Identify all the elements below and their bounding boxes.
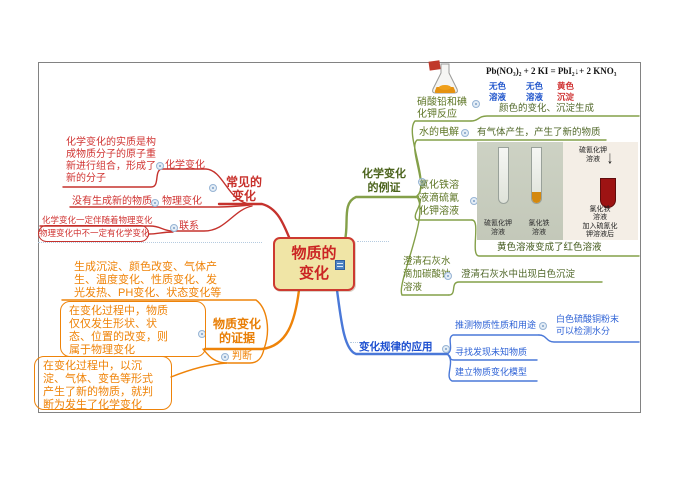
node-judge-chemical-rule[interactable]: 在变化过程中，以沉 淀、气体、变色等形式 产生了新的物质，就判 断为发生了化学变… [34, 356, 172, 411]
central-topic[interactable]: 物质的 变化 [273, 237, 355, 291]
node-fecl3-result[interactable]: 黄色溶液变成了红色溶液 [497, 242, 602, 253]
topic-chemical-change[interactable]: 化学变化 [165, 160, 205, 171]
legend-yellow-precipitate: 黄色 沉淀 [557, 81, 575, 102]
expand-icon[interactable] [209, 184, 217, 192]
node-infer-detail[interactable]: 白色硫酸铜粉末 可以检测水分 [556, 314, 620, 337]
expand-icon[interactable] [444, 272, 452, 280]
node-physical-change-desc[interactable]: 没有生成新的物质 [72, 196, 152, 207]
node-discover-unknown[interactable]: 寻找发现未知物质 [455, 347, 528, 357]
guide-line [350, 342, 370, 343]
topic-rule-application[interactable]: 变化规律的应用 [359, 341, 433, 353]
flask-image [428, 60, 458, 94]
node-chemical-change-desc[interactable]: 化学变化的实质是构 成物质分子的原子重 新进行组合，形成了 新的分子 [66, 137, 156, 184]
legend-colorless-2: 无色 溶液 [526, 81, 544, 102]
topic-physical-change[interactable]: 物理变化 [162, 196, 202, 207]
topic-change-evidence[interactable]: 物质变化 的证据 [212, 317, 261, 346]
tube-kscn-label: 硫氰化钾 溶液 [484, 220, 512, 236]
topic-limewater[interactable]: 澄清石灰水 滴加碳酸钠 溶液 [403, 256, 451, 293]
guide-line [357, 241, 389, 242]
expand-icon[interactable] [151, 199, 159, 207]
tube-kscn [498, 147, 509, 204]
topic-relation[interactable]: 联系 [179, 221, 199, 232]
node-evidence-signs[interactable]: 生成沉淀、颜色改变、气体产 生、温度变化、性质变化、发 光发热、PH变化、状态变… [74, 261, 222, 299]
central-topic-label: 物质的 变化 [291, 245, 337, 283]
expand-icon[interactable] [418, 178, 426, 186]
tube-fecl3 [531, 147, 542, 204]
topic-common-changes[interactable]: 常见的 变化 [225, 175, 262, 204]
node-electrolysis-result[interactable]: 有气体产生，产生了新的物质 [477, 127, 601, 138]
mixing-illustration: 硫氰化钾 溶液 ↓ 氯化铁 溶液 加入硫氰化 钾溶液后 [563, 142, 638, 240]
guide-line [38, 242, 262, 243]
red-solution-tube [600, 178, 616, 208]
topic-chemical-examples[interactable]: 化学变化 的例证 [362, 168, 406, 194]
expand-icon[interactable] [221, 353, 229, 361]
reaction-equation[interactable]: Pb(NO₃)₂ + 2 KI = PbI₂↓+ 2 KNO₃ [486, 66, 617, 76]
node-pbno3-result[interactable]: 颜色的变化、沉淀生成 [499, 103, 595, 114]
node-relation-item2[interactable]: 物理变化中不一定有化学变化 [38, 225, 150, 242]
topic-judge[interactable]: 判断 [232, 351, 252, 362]
expand-icon[interactable] [539, 322, 547, 330]
node-limewater-result[interactable]: 澄清石灰水中出现白色沉淀 [461, 269, 576, 280]
expand-icon[interactable] [472, 100, 480, 108]
expand-icon[interactable] [442, 345, 450, 353]
blue-branch-lines [335, 288, 640, 382]
test-tubes-photo: 硫氰化钾 溶液 氯化铁 溶液 [477, 142, 563, 240]
expand-icon[interactable] [156, 162, 164, 170]
node-judge-physical-rule[interactable]: 在变化过程中，物质 仅仅发生形状、状 态、位置的改变，则 属于物理变化 [60, 301, 206, 357]
topic-infer-properties[interactable]: 推测物质性质和用途 [455, 320, 537, 330]
legend-colorless-1: 无色 溶液 [489, 81, 507, 102]
notes-icon[interactable] [335, 260, 345, 270]
topic-fecl3-kscn[interactable]: 氯化铁溶 液滴硫氰 化钾溶液 [419, 180, 459, 217]
expand-icon[interactable] [170, 224, 178, 232]
green-branch-lines [343, 115, 640, 296]
node-relation-item1[interactable]: 化学变化一定伴随着物理变化 [42, 215, 153, 225]
mixing-result-label: 氯化铁 溶液 加入硫氰化 钾溶液后 [582, 206, 618, 238]
topic-water-electrolysis[interactable]: 水的电解 [419, 127, 459, 138]
topic-pbno3-ki-reaction[interactable]: 硝酸铅和碘 化钾反应 [417, 97, 467, 120]
fecl3-solution-fill [532, 192, 541, 203]
node-build-model[interactable]: 建立物质变化模型 [455, 367, 528, 377]
down-arrow-icon: ↓ [607, 147, 613, 168]
fecl3-experiment-image[interactable]: 硫氰化钾 溶液 氯化铁 溶液 硫氰化钾 溶液 ↓ 氯化铁 溶液 加入硫氰化 钾溶… [477, 142, 638, 240]
drop-label: 硫氰化钾 溶液 [579, 147, 607, 164]
expand-icon[interactable] [461, 129, 469, 137]
red-branch-lines [39, 168, 293, 244]
tube-fecl3-label: 氯化铁 溶液 [528, 220, 550, 236]
